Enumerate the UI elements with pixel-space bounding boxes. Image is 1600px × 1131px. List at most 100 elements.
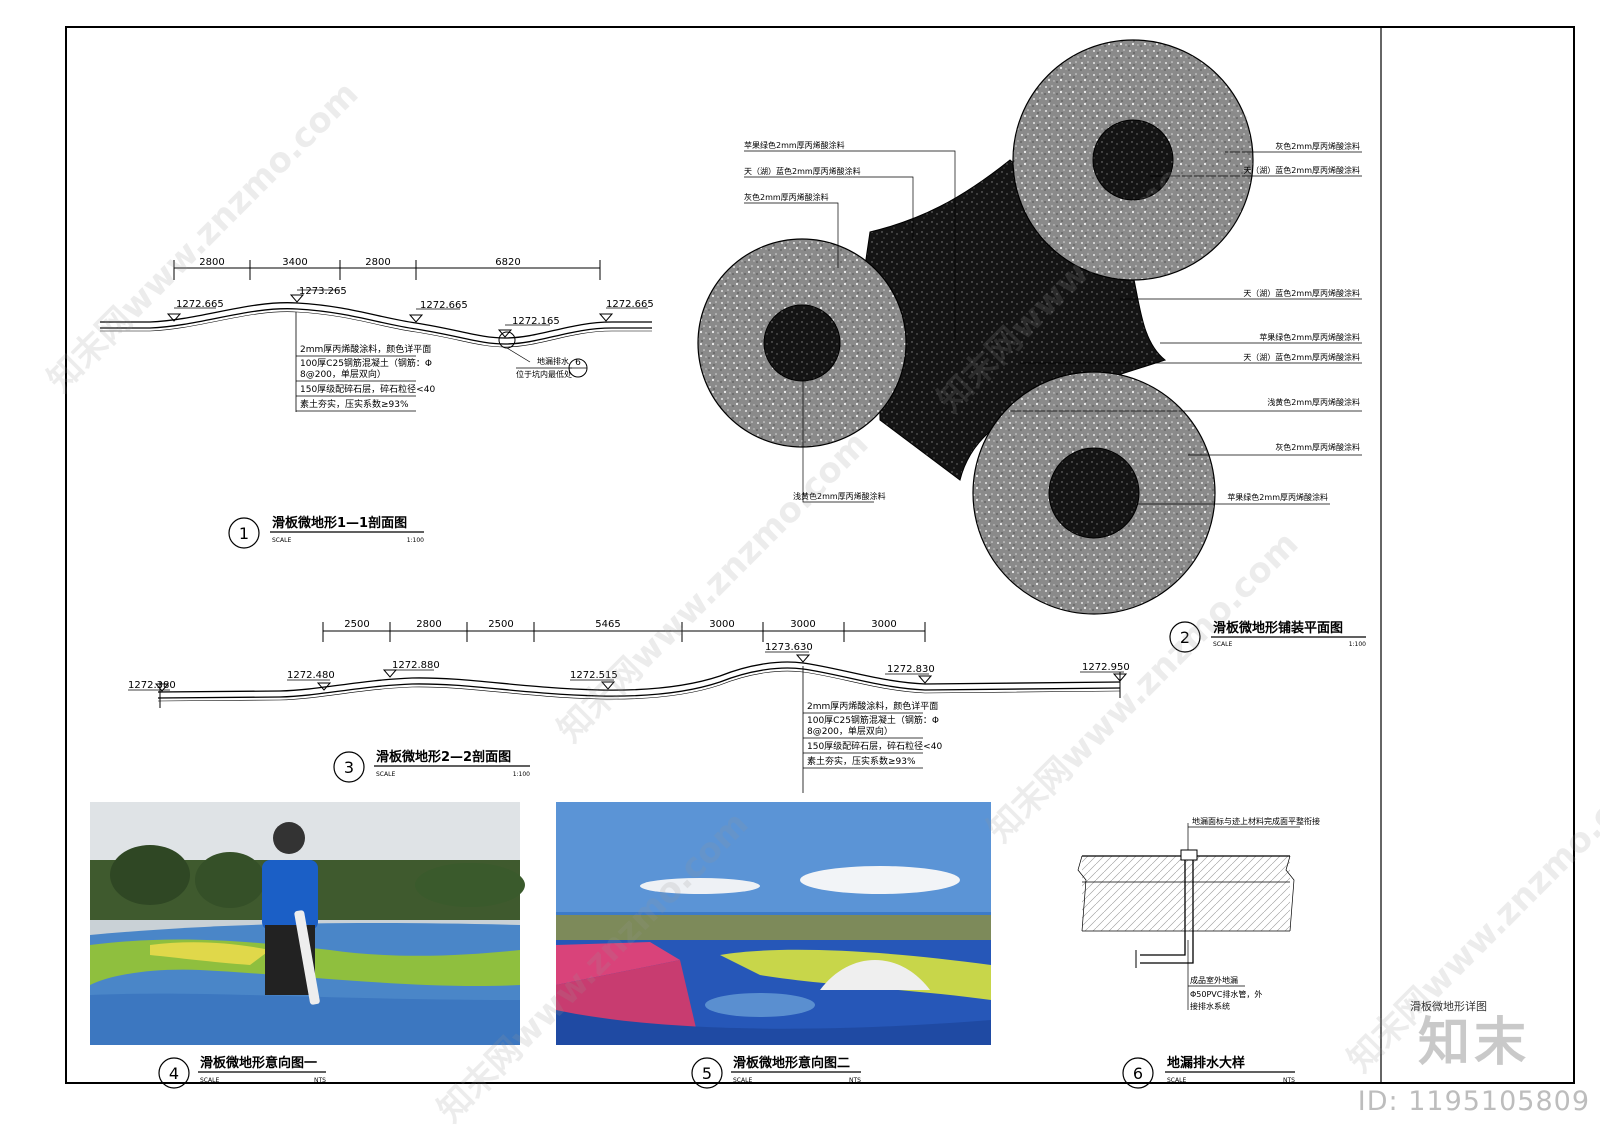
- reference-photo-2: [556, 802, 991, 1045]
- plan-right-label-4: 天（湖）蓝色2mm厚丙烯酸涂料: [1243, 352, 1360, 362]
- photo5-scale-label: SCALE: [733, 1077, 752, 1084]
- detail6-bottom-label-2: 接排水系统: [1190, 1001, 1230, 1011]
- section1-layer-2: 8@200，单层双向）: [300, 368, 386, 380]
- section1-dim-1: 3400: [282, 257, 307, 268]
- section1-profile-bottom: [100, 308, 652, 345]
- section3-elev-1: 1272.480: [287, 670, 335, 681]
- photo4-title: 滑板微地形意向图一: [200, 1055, 317, 1071]
- detail6-num: 6: [1133, 1064, 1143, 1083]
- detail6-scale-label: SCALE: [1167, 1077, 1186, 1084]
- detail6-scale: NTS: [1283, 1077, 1295, 1084]
- plan-scale: 1:100: [1349, 641, 1366, 648]
- paving-plan: 苹果绿色2mm厚丙烯酸涂料 天（湖）蓝色2mm厚丙烯酸涂料 灰色2mm厚丙烯酸涂…: [697, 39, 1366, 653]
- section3-num: 3: [344, 758, 354, 777]
- plan-right-label-6: 灰色2mm厚丙烯酸涂料: [1275, 442, 1360, 452]
- section1-drain-ref: 6: [575, 358, 581, 368]
- section1-layer-4: 素土夯实，压实系数≥93%: [300, 398, 409, 410]
- plan-left-label-1: 天（湖）蓝色2mm厚丙烯酸涂料: [744, 166, 861, 176]
- photo5-title-block: 5 滑板微地形意向图二 SCALE NTS: [691, 1055, 861, 1089]
- section3-elev-4: 1273.630: [765, 642, 813, 653]
- plan-disc-right-core: [1048, 447, 1140, 539]
- plan-bottom-label: 浅黄色2mm厚丙烯酸涂料: [793, 491, 886, 501]
- reference-photo-1: [90, 802, 525, 1045]
- section1-layer-note: 2mm厚丙烯酸涂料，颜色详平面 100厚C25钢筋混凝土（钢筋：Φ 8@200，…: [295, 312, 435, 412]
- plan-right-leaders: 灰色2mm厚丙烯酸涂料 天（湖）蓝色2mm厚丙烯酸涂料 天（湖）蓝色2mm厚丙烯…: [1010, 141, 1362, 505]
- section1-dim-line: 2800 3400 2800 6820: [173, 257, 601, 280]
- floor-drain-detail: 地漏面标与迹上材料完成面平整衔接 成品室外地漏 Φ50PVC排水管，外 接排水系…: [1077, 816, 1320, 1011]
- section3-dim-line: 2500 2800 2500 5465 3000 3000 3000: [322, 619, 926, 642]
- detail6-top-label: 地漏面标与迹上材料完成面平整衔接: [1192, 816, 1320, 826]
- section3-profile-top: [157, 661, 1121, 693]
- section3-dim-2: 2500: [488, 619, 513, 630]
- section1-scale: 1:100: [407, 537, 424, 544]
- section1-title-block: 1 滑板微地形1—1剖面图 SCALE 1:100: [228, 515, 424, 549]
- section1-scale-label: SCALE: [272, 537, 291, 544]
- section3-elev-3: 1272.515: [570, 670, 618, 681]
- section1-dim-0: 2800: [199, 257, 224, 268]
- plan-right-label-5: 浅黄色2mm厚丙烯酸涂料: [1267, 397, 1360, 407]
- detail6-bottom-label-1: Φ50PVC排水管，外: [1190, 989, 1262, 999]
- photo4-title-block: 4 滑板微地形意向图一 SCALE NTS: [158, 1055, 326, 1089]
- section1-dim-2: 2800: [365, 257, 390, 268]
- section3-layer-note: 2mm厚丙烯酸涂料，颜色详平面 100厚C25钢筋混凝土（钢筋：Φ 8@200，…: [802, 666, 942, 793]
- plan-right-label-1: 天（湖）蓝色2mm厚丙烯酸涂料: [1243, 165, 1360, 175]
- drain-pipe: [1140, 860, 1186, 956]
- section1-layer-1: 100厚C25钢筋混凝土（钢筋：Φ: [300, 357, 432, 369]
- section1-layer-0: 2mm厚丙烯酸涂料，颜色详平面: [300, 343, 431, 355]
- section1-elev-1: 1273.265: [299, 286, 347, 297]
- section1-drain-label2: 位于坑内最低处: [516, 369, 572, 379]
- plan-right-label-7: 苹果绿色2mm厚丙烯酸涂料: [1227, 492, 1328, 502]
- plan-disc-top-core: [1092, 119, 1174, 201]
- section3-elev-0: 1272.380: [128, 680, 176, 691]
- photo5-scale: NTS: [849, 1077, 861, 1084]
- plan-scale-label: SCALE: [1213, 641, 1232, 648]
- sheet-frame: [65, 26, 1575, 1084]
- photo5-num: 5: [702, 1064, 712, 1083]
- section1-dim-3: 6820: [495, 257, 520, 268]
- section3-dim-6: 3000: [871, 619, 896, 630]
- section3-layer-4: 素土夯实，压实系数≥93%: [807, 755, 916, 767]
- section-2-2: 2500 2800 2500 5465 3000 3000 3000 1272.…: [128, 619, 1130, 793]
- photo4-scale: NTS: [314, 1077, 326, 1084]
- section3-scale: 1:100: [513, 771, 530, 778]
- section1-title: 滑板微地形1—1剖面图: [272, 515, 407, 531]
- section3-title-block: 3 滑板微地形2—2剖面图 SCALE 1:100: [333, 749, 530, 783]
- plan-right-label-0: 灰色2mm厚丙烯酸涂料: [1275, 141, 1360, 151]
- section1-elev-3: 1272.165: [512, 316, 560, 327]
- section1-profile-top: [100, 302, 652, 339]
- section1-num: 1: [239, 524, 249, 543]
- section1-elev-4: 1272.665: [606, 299, 654, 310]
- section3-title: 滑板微地形2—2剖面图: [376, 749, 511, 765]
- section-1-1: 2800 3400 2800 6820 1272.665 1273.265 12…: [100, 257, 654, 549]
- section3-profile-bottom: [157, 667, 1121, 699]
- plan-right-label-3: 苹果绿色2mm厚丙烯酸涂料: [1259, 332, 1360, 342]
- title-block-caption: 滑板微地形详图: [1410, 1000, 1487, 1013]
- section1-elev-0: 1272.665: [176, 299, 224, 310]
- photo4-scale-label: SCALE: [200, 1077, 219, 1084]
- section3-dim-4: 3000: [709, 619, 734, 630]
- section3-layer-0: 2mm厚丙烯酸涂料，颜色详平面: [807, 700, 938, 712]
- photo5-title: 滑板微地形意向图二: [733, 1055, 850, 1071]
- brand-logo: 知末: [1417, 1013, 1530, 1073]
- photo4-num: 4: [169, 1064, 179, 1083]
- section3-dim-3: 5465: [595, 619, 620, 630]
- section3-dim-1: 2800: [416, 619, 441, 630]
- section3-dim-5: 3000: [790, 619, 815, 630]
- plan-title: 滑板微地形铺装平面图: [1213, 620, 1343, 636]
- section3-elevation-marks: 1272.380 1272.480 1272.880 1272.515 1273…: [128, 642, 1130, 692]
- plan-title-block: 2 滑板微地形铺装平面图 SCALE 1:100: [1169, 620, 1366, 653]
- detail6-title: 地漏排水大样: [1167, 1055, 1245, 1071]
- section3-layer-3: 150厚级配碎石层，碎石粒径<40: [807, 740, 942, 752]
- detail6-title-block: 6 地漏排水大样 SCALE NTS: [1122, 1055, 1295, 1089]
- section1-elev-2: 1272.665: [420, 300, 468, 311]
- section3-dim-0: 2500: [344, 619, 369, 630]
- image-id: ID: 1195105809: [1357, 1086, 1590, 1117]
- plan-disc-left-core: [763, 304, 841, 382]
- plan-num: 2: [1180, 628, 1190, 647]
- plan-left-label-2: 灰色2mm厚丙烯酸涂料: [744, 192, 829, 202]
- section3-scale-label: SCALE: [376, 771, 395, 778]
- section1-layer-3: 150厚级配碎石层，碎石粒径<40: [300, 383, 435, 395]
- plan-right-label-2: 天（湖）蓝色2mm厚丙烯酸涂料: [1243, 288, 1360, 298]
- detail6-bottom-label-0: 成品室外地漏: [1190, 975, 1238, 985]
